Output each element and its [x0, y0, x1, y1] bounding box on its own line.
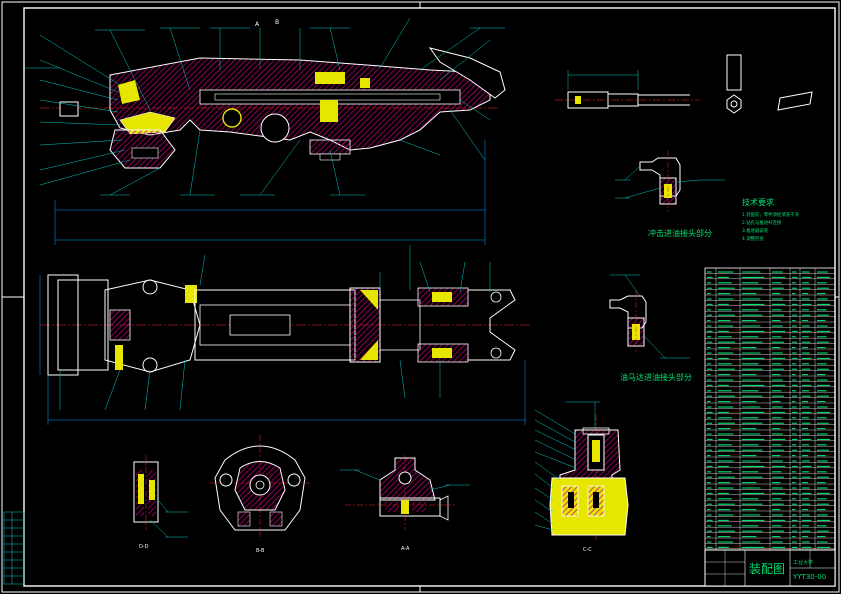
section-mark-b: B	[275, 19, 279, 26]
view-b-b	[210, 435, 310, 540]
tech-req-title: 技术要求	[742, 197, 774, 207]
tech-req-item-1: 1.装配前，零件须经清洗干净	[742, 211, 799, 218]
motor-inlet-caption: 油马达进油接头部分	[620, 372, 692, 382]
motor-inlet-view	[609, 274, 690, 359]
parts-list	[704, 267, 836, 551]
view-d-d-label: D-D	[139, 544, 149, 550]
main-section-view: A B	[25, 17, 506, 245]
view-b-b-label: B-B	[256, 548, 265, 554]
view-d-d	[133, 455, 188, 538]
tech-req-item-2: 2.钻孔与推进杆连接	[742, 219, 782, 226]
title-block-school: 工业大学	[793, 559, 813, 566]
tech-req-item-3: 3.推进器安装	[742, 227, 769, 234]
title-block	[704, 549, 836, 587]
view-a-a	[340, 455, 470, 530]
plan-view	[39, 245, 530, 425]
impact-inlet-view	[615, 150, 725, 212]
view-a-a-label: A-A	[401, 546, 410, 552]
title-block-drawing-number: YYT30-00	[792, 573, 826, 581]
part-views-top-right	[555, 54, 813, 114]
impact-inlet-caption: 冲击进油接头部分	[648, 228, 712, 238]
technical-requirements: 技术要求 1.装配前，零件须经清洗干净 2.钻孔与推进杆连接 3.推进器安装 4…	[742, 197, 799, 242]
title-block-title: 装配图	[749, 562, 785, 576]
revision-block	[3, 511, 25, 585]
view-c-c	[534, 401, 629, 540]
view-c-c-label: C-C	[583, 547, 592, 553]
tech-req-item-4: 4.调整检查	[742, 235, 764, 242]
section-mark-a: A	[255, 21, 260, 28]
